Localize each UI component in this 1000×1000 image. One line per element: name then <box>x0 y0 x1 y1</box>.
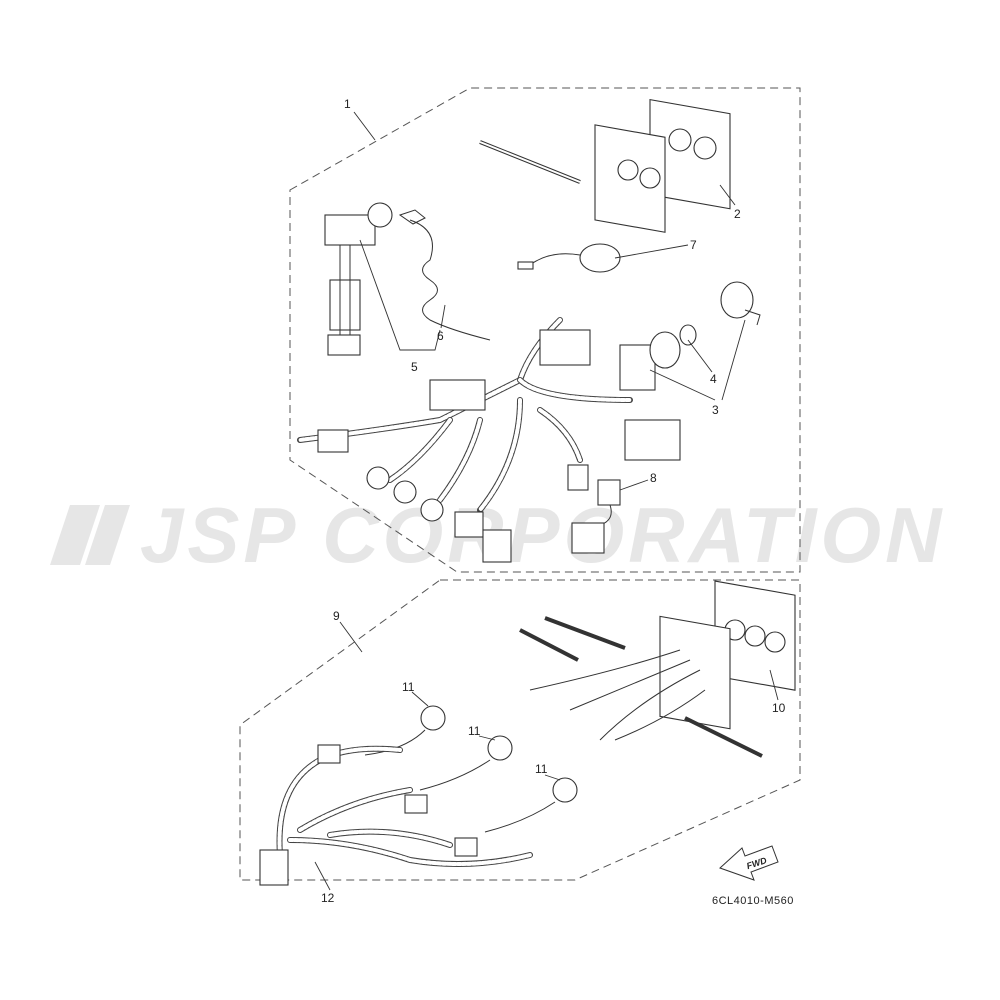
callout-2: 2 <box>734 207 741 221</box>
callout-6: 6 <box>437 329 444 343</box>
cable-ties-lower <box>519 616 763 758</box>
lanyard-6 <box>398 209 491 341</box>
callout-1: 1 <box>344 97 351 111</box>
switch-assembly-5 <box>324 202 393 356</box>
diagram-code: 6CL4010-M560 <box>712 895 794 907</box>
main-switch-3-4 <box>619 281 761 391</box>
wire-harness-12 <box>259 744 533 886</box>
callout-12: 12 <box>321 891 335 905</box>
callout-3: 3 <box>712 403 719 417</box>
wire-leads-lower <box>529 649 706 741</box>
connectors-11 <box>364 705 578 833</box>
wire-harness-upper <box>297 317 681 563</box>
buzzer-7 <box>517 243 621 273</box>
leader-lines <box>314 111 779 891</box>
callout-11: 11 <box>468 724 481 738</box>
watermark: JSP CORPORATION <box>50 491 945 579</box>
panel-plate-2 <box>594 98 731 233</box>
callout-10: 10 <box>772 701 786 715</box>
callout-4: 4 <box>710 372 717 386</box>
callout-5: 5 <box>411 360 418 374</box>
callout-11: 11 <box>535 762 548 776</box>
lower-group-box <box>239 579 801 881</box>
cable-tie <box>479 140 581 184</box>
fwd-arrow-icon: FWD <box>719 845 779 881</box>
upper-group-box <box>289 87 801 573</box>
watermark-text: JSP CORPORATION <box>140 491 945 579</box>
callout-7: 7 <box>690 238 697 252</box>
callout-8: 8 <box>650 471 657 485</box>
relay-8 <box>571 479 621 554</box>
callout-11: 11 <box>402 680 415 694</box>
callout-9: 9 <box>333 609 340 623</box>
